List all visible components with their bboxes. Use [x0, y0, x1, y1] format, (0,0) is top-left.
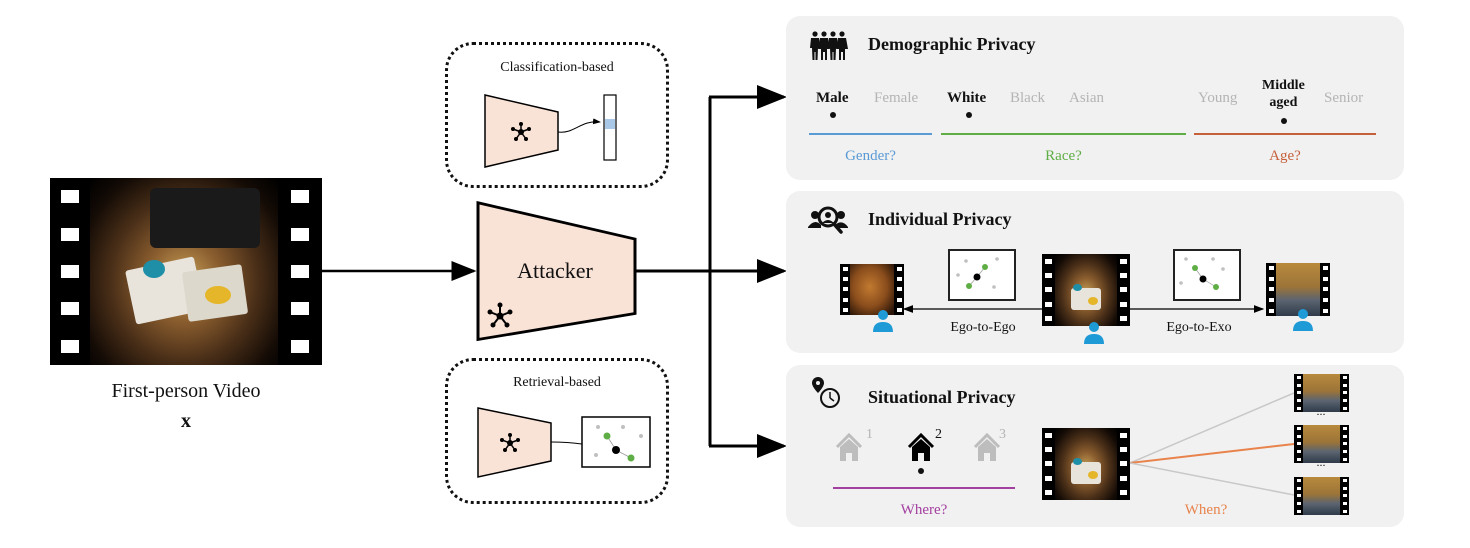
retrieval-label: Retrieval-based: [513, 375, 601, 390]
attacker-label: Attacker: [517, 258, 593, 283]
option-young: Young: [1198, 90, 1238, 106]
ego-to-exo-label: Ego-to-Exo: [1166, 320, 1232, 335]
classification-variant-box: [445, 42, 669, 188]
house-icon-1: [835, 432, 863, 461]
predicted-class-highlight: [605, 119, 615, 129]
person-icon-left: [873, 310, 893, 332]
input-symbol: x: [181, 410, 191, 432]
option-senior: Senior: [1324, 90, 1364, 106]
embedding-space-exo: [1173, 249, 1241, 301]
film-perforations-right: [278, 178, 322, 365]
house-number-1: 1: [866, 427, 873, 442]
situational-title: Situational Privacy: [868, 387, 1016, 407]
ellipsis-2: ...: [1316, 455, 1326, 469]
when-line-3: [1129, 462, 1295, 496]
retrieval-arrows: [902, 305, 1265, 313]
exo-match-clip: [1266, 263, 1330, 316]
gender-label: Gender?: [845, 148, 896, 164]
query-clip: [1042, 254, 1130, 326]
film-perforations-left: [50, 178, 90, 365]
input-video-filmstrip: [50, 178, 322, 365]
option-middle-aged: Middle aged: [1262, 77, 1305, 111]
option-middle-aged-line2: aged: [1269, 95, 1298, 110]
individual-privacy-panel: Individual Privacy Ego-to-Ego Ego-to-Exo: [786, 191, 1404, 353]
people-icon: [810, 31, 848, 60]
user-search-icon: [808, 206, 848, 234]
classification-diagram: [484, 94, 617, 168]
retrieval-diagram: [477, 407, 651, 478]
option-asian: Asian: [1069, 90, 1104, 106]
house-number-2: 2: [935, 427, 942, 442]
selected-marker-race: [966, 112, 972, 118]
retrieval-variant-box: [445, 358, 669, 504]
video-frame-kitchen: [90, 178, 278, 365]
situational-query-clip: [1042, 428, 1130, 500]
classification-label: Classification-based: [500, 60, 614, 75]
where-line: [833, 487, 1015, 489]
input-caption: First-person Video: [111, 380, 261, 402]
option-black: Black: [1010, 90, 1045, 106]
option-middle-aged-line1: Middle: [1262, 78, 1305, 93]
attacker-encoder: [476, 201, 637, 342]
selected-marker-age: [1281, 118, 1287, 124]
age-label: Age?: [1269, 148, 1301, 164]
race-label: Race?: [1045, 148, 1082, 164]
when-line-2-selected: [1129, 443, 1295, 464]
where-label: Where?: [900, 502, 948, 518]
location-clock-icon: [812, 377, 840, 408]
selected-marker-where: [918, 468, 924, 474]
embedding-points-ego: [956, 257, 999, 289]
person-icon-right: [1293, 309, 1313, 331]
house-icon-2: [907, 432, 935, 461]
network-icon: [511, 122, 531, 141]
when-label: When?: [1184, 502, 1228, 518]
candidate-clip-2-selected: [1294, 425, 1349, 463]
embedding-points-exo: [1179, 257, 1225, 290]
network-icon: [487, 302, 513, 328]
individual-title: Individual Privacy: [868, 209, 1012, 229]
age-line: [1194, 133, 1376, 135]
gender-line: [809, 133, 932, 135]
option-female: Female: [874, 90, 919, 106]
selected-marker-gender: [830, 112, 836, 118]
candidate-clip-3: [1294, 477, 1349, 515]
situational-privacy-panel: Situational Privacy 1 2 3 Where? When?: [786, 365, 1404, 527]
house-number-3: 3: [999, 427, 1006, 442]
when-lines: [1129, 392, 1295, 496]
option-male: Male: [816, 90, 849, 106]
when-line-1: [1129, 392, 1295, 464]
ego-match-clip: [840, 264, 904, 315]
ego-to-ego-label: Ego-to-Ego: [950, 320, 1016, 335]
option-white: White: [947, 90, 987, 106]
embedding-space-box: [581, 416, 651, 468]
demographic-title: Demographic Privacy: [868, 34, 1036, 54]
candidate-clip-1: [1294, 374, 1349, 412]
demographic-privacy-panel: Demographic Privacy Male Female Gender? …: [786, 16, 1404, 180]
house-icon-3: [973, 432, 1001, 461]
network-icon: [500, 433, 520, 452]
ellipsis-1: ...: [1316, 404, 1326, 418]
race-line: [941, 133, 1186, 135]
person-icon-center: [1084, 322, 1104, 344]
